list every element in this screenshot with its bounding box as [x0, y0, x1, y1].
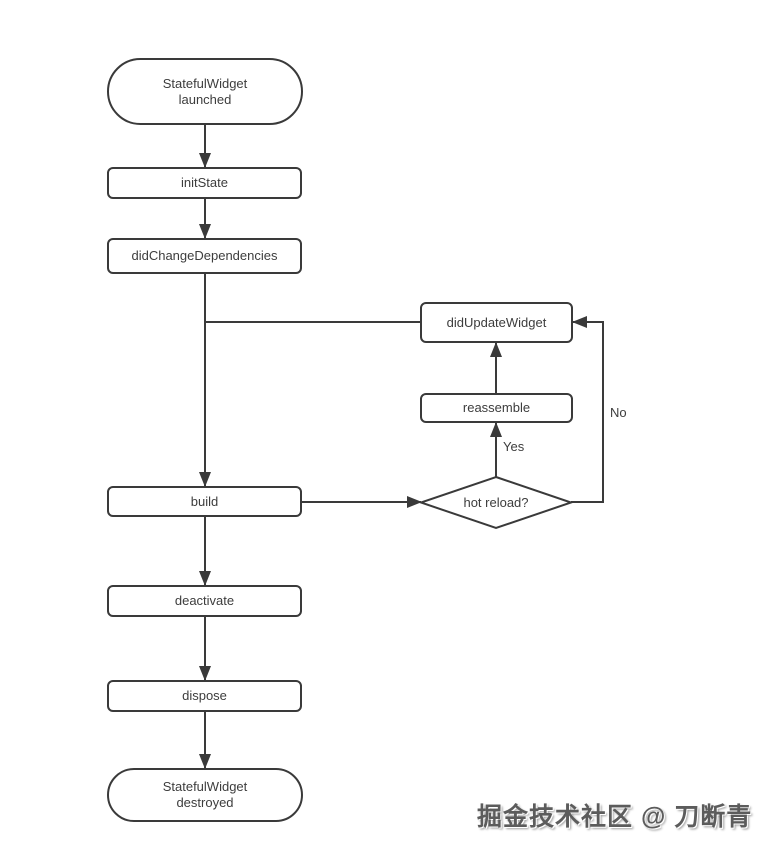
node-hot-reload-decision: hot reload? — [463, 495, 529, 510]
edge-label-no: No — [608, 405, 629, 420]
node-reassemble: reassemble — [420, 393, 573, 423]
node-deactivate: deactivate — [107, 585, 302, 617]
edge-label-yes: Yes — [501, 439, 527, 454]
node-statefulwidget-launched: StatefulWidget launched — [107, 58, 303, 125]
node-didchangedependencies: didChangeDependencies — [107, 238, 302, 274]
node-initstate: initState — [107, 167, 302, 199]
node-dispose: dispose — [107, 680, 302, 712]
node-build: build — [107, 486, 302, 517]
watermark-text: 掘金技术社区 @ 刀断青 — [477, 803, 753, 831]
node-statefulwidget-destroyed: StatefulWidget destroyed — [107, 768, 303, 822]
node-didupdatewidget: didUpdateWidget — [420, 302, 573, 343]
